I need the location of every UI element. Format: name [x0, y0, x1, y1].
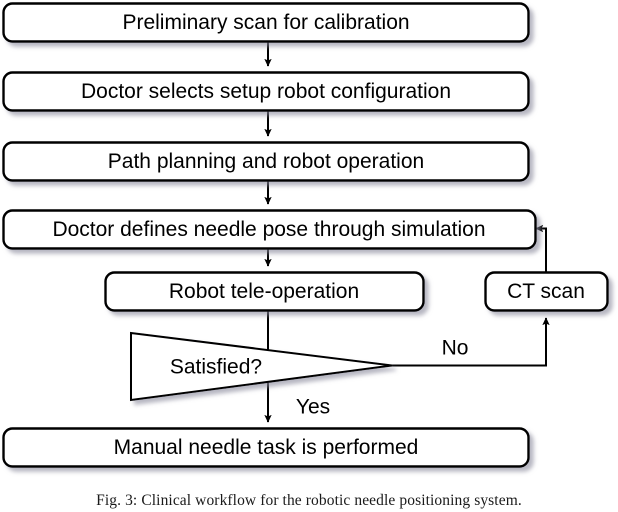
- node-manual-needle-task-label: Manual needle task is performed: [114, 436, 419, 459]
- connector-ctscan-n4: [535, 224, 547, 272]
- node-preliminary-scan-label: Preliminary scan for calibration: [122, 11, 409, 34]
- node-manual-needle-task[interactable]: Manual needle task is performed: [2, 427, 530, 468]
- node-satisfied-decision-label: Satisfied?: [170, 356, 262, 379]
- edge-label-yes: Yes: [296, 396, 330, 419]
- node-doctor-defines-needle-pose-label: Doctor defines needle pose through simul…: [52, 218, 485, 241]
- node-ct-scan[interactable]: CT scan: [484, 271, 609, 312]
- node-ct-scan-label: CT scan: [507, 280, 585, 303]
- node-path-planning[interactable]: Path planning and robot operation: [2, 141, 530, 182]
- figure-caption: Fig. 3: Clinical workflow for the roboti…: [96, 492, 522, 509]
- node-robot-tele-operation-label: Robot tele-operation: [169, 280, 359, 303]
- node-doctor-defines-needle-pose[interactable]: Doctor defines needle pose through simul…: [2, 209, 537, 250]
- node-path-planning-label: Path planning and robot operation: [108, 150, 424, 173]
- node-doctor-selects-setup-label: Doctor selects setup robot configuration: [81, 80, 451, 103]
- edge-label-no: No: [442, 337, 469, 360]
- connector-decision-ctscan-no: [392, 317, 550, 367]
- node-preliminary-scan[interactable]: Preliminary scan for calibration: [2, 2, 530, 43]
- node-doctor-selects-setup[interactable]: Doctor selects setup robot configuration: [2, 71, 530, 112]
- node-satisfied-decision[interactable]: Satisfied?: [130, 331, 393, 402]
- node-robot-tele-operation[interactable]: Robot tele-operation: [104, 271, 425, 312]
